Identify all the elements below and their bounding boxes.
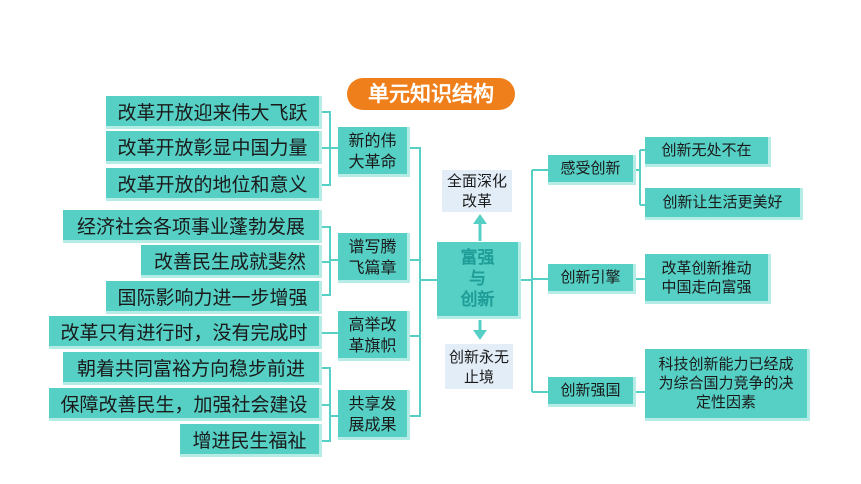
leaf-item: 增进民生福祉 — [180, 424, 322, 457]
leaf-item: 经济社会各项事业蓬勃发展 — [63, 210, 322, 243]
group-label: 新的伟大革命 — [338, 127, 410, 177]
center-node: 富强 与 创新 — [437, 242, 521, 319]
leaf-item: 改革开放彰显中国力量 — [106, 131, 322, 164]
leaf-item: 改革开放迎来伟大飞跃 — [106, 96, 322, 129]
group-label: 感受创新 — [548, 155, 636, 185]
center-line: 富强 — [460, 247, 495, 268]
leaf-item: 国际影响力进一步增强 — [106, 281, 322, 314]
group-label: 谱写腾飞篇章 — [338, 233, 410, 283]
leaf-item: 科技创新能力已经成为综合国力竞争的决定性因素 — [645, 349, 810, 421]
reform-label: 全面深化改革 — [442, 170, 512, 212]
leaf-item: 创新无处不在 — [645, 137, 771, 167]
leaf-item: 改善民生成就斐然 — [141, 245, 322, 278]
leaf-item: 改革开放的地位和意义 — [106, 168, 322, 201]
group-label: 高举改革旗帜 — [338, 311, 410, 361]
arrow-down-icon — [473, 330, 487, 340]
leaf-item: 改革创新推动中国走向富强 — [645, 254, 771, 304]
group-label: 创新强国 — [548, 377, 636, 407]
leaf-item: 保障改善民生，加强社会建设 — [49, 388, 322, 421]
page-title: 单元知识结构 — [347, 78, 515, 110]
leaf-item: 创新让生活更美好 — [645, 188, 803, 220]
group-label: 共享发展成果 — [338, 390, 410, 440]
leaf-item: 改革只有进行时，没有完成时 — [49, 316, 322, 349]
leaf-item: 朝着共同富裕方向稳步前进 — [63, 352, 322, 385]
center-line: 创新 — [460, 289, 495, 310]
arrow-up-icon — [473, 214, 487, 224]
innovation-label: 创新永无止境 — [445, 344, 513, 389]
center-line: 与 — [469, 268, 486, 289]
group-label: 创新引擎 — [548, 264, 636, 294]
